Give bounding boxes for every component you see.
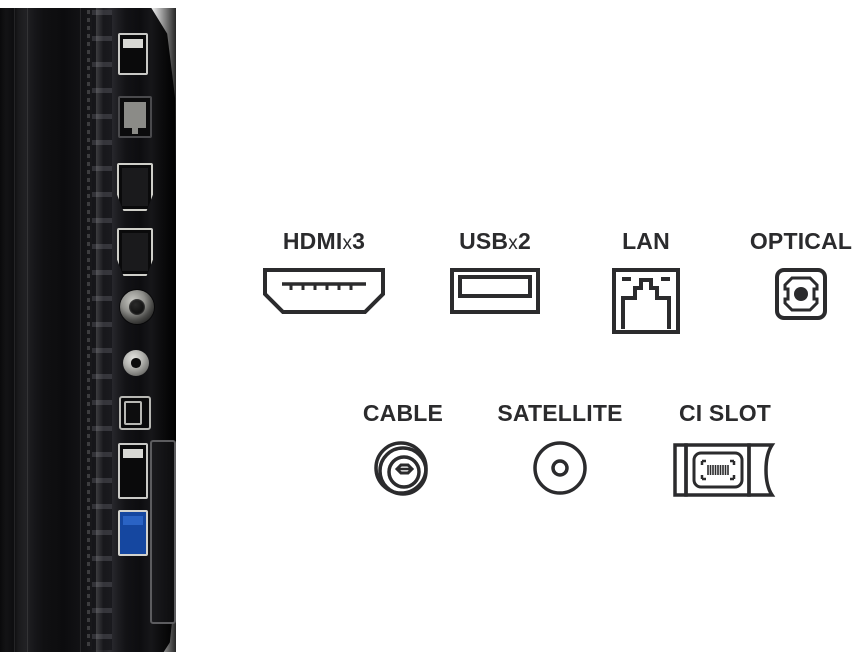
spec-usb-multiplier: x — [508, 233, 518, 254]
satellite-center-pin — [131, 358, 141, 368]
spec-satellite-label: SATELLITE — [497, 400, 623, 426]
photo-ci-slot-port — [150, 440, 176, 624]
spec-optical: OPTICAL — [742, 230, 860, 321]
tv-side-panel-photo — [0, 0, 200, 660]
usb-tongue — [123, 449, 143, 458]
spec-usb-count: 2 — [517, 228, 531, 254]
spec-hdmi-label: HDMIx3 — [282, 228, 366, 254]
spec-optical-label: OPTICAL — [749, 228, 853, 254]
spec-satellite: SATELLITE — [490, 402, 630, 497]
chassis-vent-strip — [87, 10, 90, 650]
photo-hdmi-port-2 — [117, 228, 153, 276]
chassis-highlight — [96, 8, 103, 652]
spec-ci-slot-label: CI SLOT — [678, 400, 772, 426]
hdmi-slot — [122, 233, 148, 271]
satellite-connector-icon — [490, 439, 630, 497]
spec-hdmi: HDMIx3 — [258, 230, 390, 315]
spec-hdmi-multiplier: x — [342, 233, 353, 254]
photo-cable-antenna-port — [120, 290, 154, 324]
chassis-seam-1 — [14, 8, 15, 652]
optical-aperture — [124, 401, 142, 425]
spec-hdmi-count: 3 — [352, 228, 366, 254]
usb-tongue — [123, 39, 143, 48]
spec-cable-label: CABLE — [362, 400, 444, 426]
lan-contact-block — [124, 102, 146, 128]
photo-usb-port-top — [118, 33, 148, 75]
photo-optical-port — [119, 396, 151, 430]
hdmi-port-icon — [258, 267, 390, 315]
photo-usb-port-middle — [118, 443, 148, 499]
lan-port-icon — [600, 267, 692, 335]
lan-latch-tab — [132, 126, 138, 134]
spec-usb-label: USBx2 — [459, 228, 531, 254]
photo-usb3-port — [118, 510, 148, 556]
chassis-heat-rail — [92, 10, 112, 650]
spec-cable: CABLE — [348, 402, 458, 501]
ci-slot-icon — [660, 439, 790, 501]
spec-lan-label: LAN — [622, 228, 670, 254]
usb-port-icon — [440, 267, 550, 315]
spec-usb: USBx2 — [440, 230, 550, 315]
photo-hdmi-port-1 — [117, 163, 153, 211]
cable-connector-icon — [348, 439, 458, 501]
coax-center-pin — [128, 298, 146, 316]
optical-port-icon — [742, 267, 860, 321]
chassis-seam-3 — [80, 8, 81, 652]
usb3-tongue — [123, 516, 143, 525]
photo-lan-port — [118, 96, 152, 138]
spec-lan: LAN — [600, 230, 692, 335]
spec-ci-slot: CI SLOT — [660, 402, 790, 501]
photo-satellite-port — [123, 350, 149, 376]
chassis-seam-2 — [27, 8, 28, 652]
hdmi-slot — [122, 168, 148, 206]
